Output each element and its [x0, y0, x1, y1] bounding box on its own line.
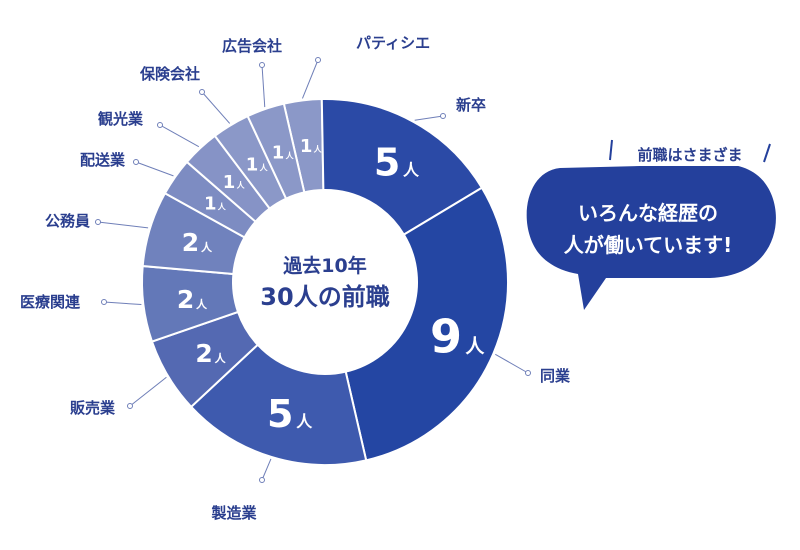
- bubble-line-1: いろんな経歴の: [578, 201, 718, 225]
- category-label-11: 広告会社: [222, 37, 282, 55]
- unit-label-6: 人: [196, 297, 208, 311]
- category-label-10: 保険会社: [139, 65, 200, 83]
- unit-label-7: 人: [201, 240, 213, 254]
- value-label-2: 5: [374, 140, 400, 184]
- value-label-9: 1: [223, 172, 236, 193]
- category-label-5: 販売業: [70, 399, 116, 417]
- donut-slices: [141, 98, 509, 466]
- bubble-line-2: 人が働いています!: [564, 233, 733, 257]
- leader-line-5: [129, 376, 167, 407]
- unit-label-11: 人: [286, 150, 295, 160]
- unit-label-3: 人: [465, 335, 485, 357]
- leader-line-6: [103, 301, 142, 306]
- leader-line-7: [97, 221, 149, 229]
- leader-dot-7: [95, 219, 101, 225]
- unit-label-8: 人: [218, 202, 227, 212]
- center-title: 過去10年: [283, 254, 366, 277]
- bubble-tag-background: [604, 138, 764, 166]
- value-label-8: 1: [204, 194, 217, 215]
- leader-line-3: [495, 353, 529, 374]
- unit-label-4: 人: [296, 412, 313, 431]
- leader-dot-6: [101, 299, 107, 305]
- leader-dot-5: [127, 403, 133, 409]
- leader-dot-9: [157, 122, 163, 128]
- value-label-10: 1: [246, 155, 259, 176]
- leader-line-8: [135, 161, 174, 177]
- leader-line-9: [159, 124, 200, 148]
- bubble-tag-mark-left: [609, 139, 613, 161]
- leader-dot-11: [259, 62, 265, 68]
- value-label-11: 1: [272, 142, 285, 163]
- leader-line-4: [261, 458, 272, 481]
- value-label-3: 9: [430, 309, 462, 363]
- leader-dot-3: [525, 370, 531, 376]
- leader-dot-8: [133, 159, 139, 165]
- category-label-9: 観光業: [98, 110, 144, 128]
- leader-dot-4: [259, 477, 265, 483]
- leader-line-10: [201, 91, 231, 124]
- leader-line-1: [301, 59, 319, 99]
- category-label-8: 配送業: [80, 151, 126, 169]
- unit-label-10: 人: [260, 163, 269, 173]
- leader-line-2: [414, 115, 444, 121]
- leader-dot-2: [440, 113, 446, 119]
- category-label-3: 同業: [540, 367, 571, 385]
- bubble-tag: 前職はさまざま: [637, 146, 742, 164]
- value-label-1: 1: [300, 136, 313, 157]
- unit-label-9: 人: [237, 180, 246, 190]
- bubble-shape: [526, 164, 776, 310]
- category-label-6: 医療関連: [20, 293, 81, 311]
- donut-hole: [233, 190, 417, 374]
- category-label-7: 公務員: [45, 212, 90, 230]
- value-label-4: 5: [267, 392, 293, 436]
- bubble-tag-mark-right: [763, 143, 771, 163]
- leader-line-11: [261, 64, 266, 108]
- unit-label-2: 人: [403, 160, 420, 179]
- leader-dot-1: [315, 57, 321, 63]
- value-label-6: 2: [177, 285, 194, 314]
- leader-dot-10: [199, 89, 205, 95]
- unit-label-1: 人: [314, 144, 323, 154]
- category-label-1: パティシエ: [356, 34, 430, 52]
- speech-bubble: 前職はさまざま いろんな経歴の 人が働いています!: [526, 138, 776, 310]
- unit-label-5: 人: [215, 351, 227, 365]
- category-label-4: 製造業: [210, 504, 257, 522]
- category-label-2: 新卒: [456, 96, 486, 114]
- leader-lines: [95, 57, 531, 483]
- value-label-7: 2: [182, 228, 199, 257]
- value-label-5: 2: [195, 339, 212, 368]
- center-subtitle: 30人の前職: [260, 283, 389, 311]
